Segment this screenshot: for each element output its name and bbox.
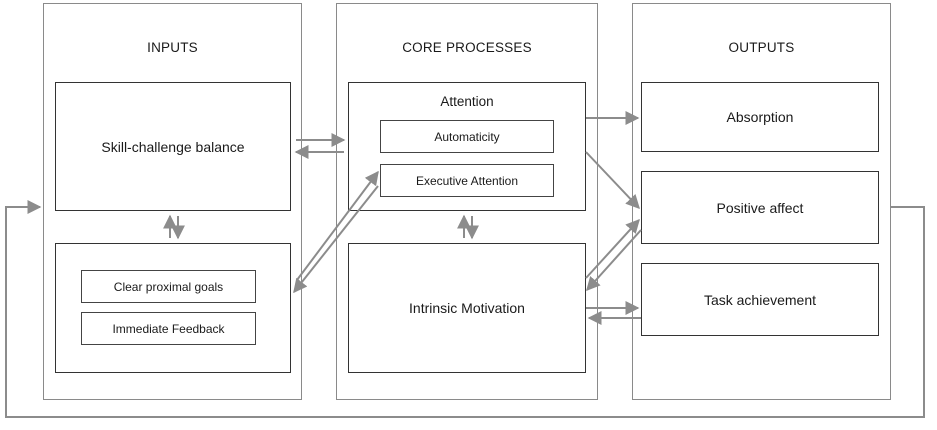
executive-attention-label: Executive Attention [415,173,519,188]
task-achievement-box: Task achievement [641,263,879,336]
outputs-title: OUTPUTS [728,40,795,55]
positive-affect-label: Positive affect [716,199,804,216]
task-achievement-label: Task achievement [703,291,817,308]
immediate-feedback-label: Immediate Feedback [112,321,225,336]
arrow-positive-to-motivation [586,229,642,292]
goals-feedback-box [55,243,291,373]
intrinsic-motivation-label: Intrinsic Motivation [409,300,525,316]
arrow-attention-to-positive [585,151,640,210]
attention-label: Attention [440,94,494,109]
clear-goals-box: Clear proximal goals [81,270,256,303]
immediate-feedback-box: Immediate Feedback [81,312,256,345]
intrinsic-motivation-box: Intrinsic Motivation [348,243,586,373]
clear-goals-label: Clear proximal goals [113,279,224,294]
absorption-box: Absorption [641,82,879,152]
arrow-motivation-to-positive [585,218,640,279]
executive-attention-box: Executive Attention [380,164,554,197]
automaticity-label: Automaticity [434,129,500,144]
automaticity-box: Automaticity [380,120,554,153]
absorption-label: Absorption [726,109,794,125]
skill-challenge-box: Skill-challenge balance [55,82,291,211]
feedback-loop-arrow [5,200,925,418]
arrow-executive-to-goals [293,185,379,294]
inputs-title: INPUTS [147,40,198,55]
arrow-goals-to-executive [296,170,379,281]
core-processes-title: CORE PROCESSES [402,40,532,55]
skill-challenge-label: Skill-challenge balance [101,138,245,155]
positive-affect-box: Positive affect [641,171,879,244]
